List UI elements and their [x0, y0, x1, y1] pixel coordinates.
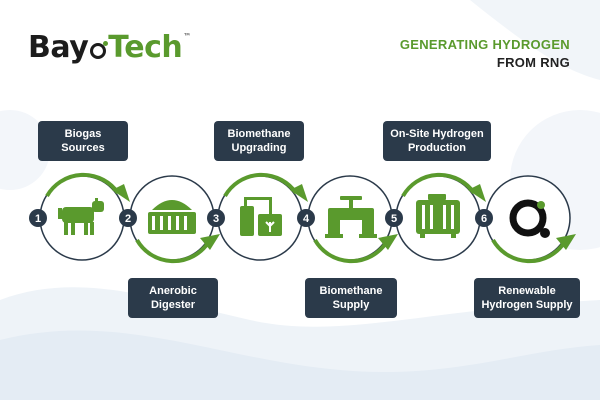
headline: GENERATING HYDROGEN FROM RNG [400, 36, 570, 72]
headline-line-2: FROM RNG [496, 55, 570, 70]
step-number-badge [29, 209, 47, 227]
step-5-number: 5 [391, 213, 397, 225]
step-3-label: Biomethane Upgrading [214, 121, 304, 161]
logo-o-icon [90, 40, 109, 59]
logo-text-bay: Bay [28, 30, 89, 65]
step-6-number: 6 [481, 213, 487, 225]
upgrading-plant-icon [240, 197, 282, 236]
step-number-badge [385, 209, 403, 227]
bayotech-logo: Bay Tech ™ [28, 30, 191, 65]
step-number-badge [475, 209, 493, 227]
logo-text-tech: Tech [108, 30, 183, 65]
arrow-icon [468, 184, 486, 202]
headline-line-1: GENERATING HYDROGEN [399, 37, 570, 52]
cow-icon [58, 198, 104, 235]
pipe-valve-icon [325, 196, 377, 238]
step-3-number: 3 [213, 213, 219, 225]
step-1: 1 [29, 172, 130, 261]
digester-icon [148, 200, 196, 234]
arrow-icon [556, 234, 576, 250]
step-4-label: Biomethane Supply [305, 278, 397, 318]
step-5: 5 [385, 172, 486, 261]
arrow-icon [378, 234, 398, 250]
step-1-number: 1 [35, 213, 41, 225]
step-1-label: Biogas Sources [38, 121, 128, 161]
arrow-icon [290, 184, 308, 202]
trademark-symbol: ™ [183, 32, 191, 41]
step-2-label: Anerobic Digester [128, 278, 218, 318]
arrow-icon [200, 234, 220, 250]
step-2-number: 2 [125, 213, 131, 225]
step-number-badge [207, 209, 225, 227]
step-3: 3 [207, 172, 308, 261]
step-6: 6 [475, 175, 576, 264]
step-4-number: 4 [303, 213, 310, 225]
bayotech-mark-icon [509, 199, 550, 238]
hydrogen-generator-icon [416, 194, 460, 238]
step-4: 4 [297, 175, 398, 264]
step-number-badge [119, 209, 137, 227]
step-2: 2 [119, 175, 220, 264]
step-6-label: Renewable Hydrogen Supply [474, 278, 580, 318]
step-5-label: On-Site Hydrogen Production [383, 121, 491, 161]
arrow-icon [112, 184, 130, 202]
step-number-badge [297, 209, 315, 227]
